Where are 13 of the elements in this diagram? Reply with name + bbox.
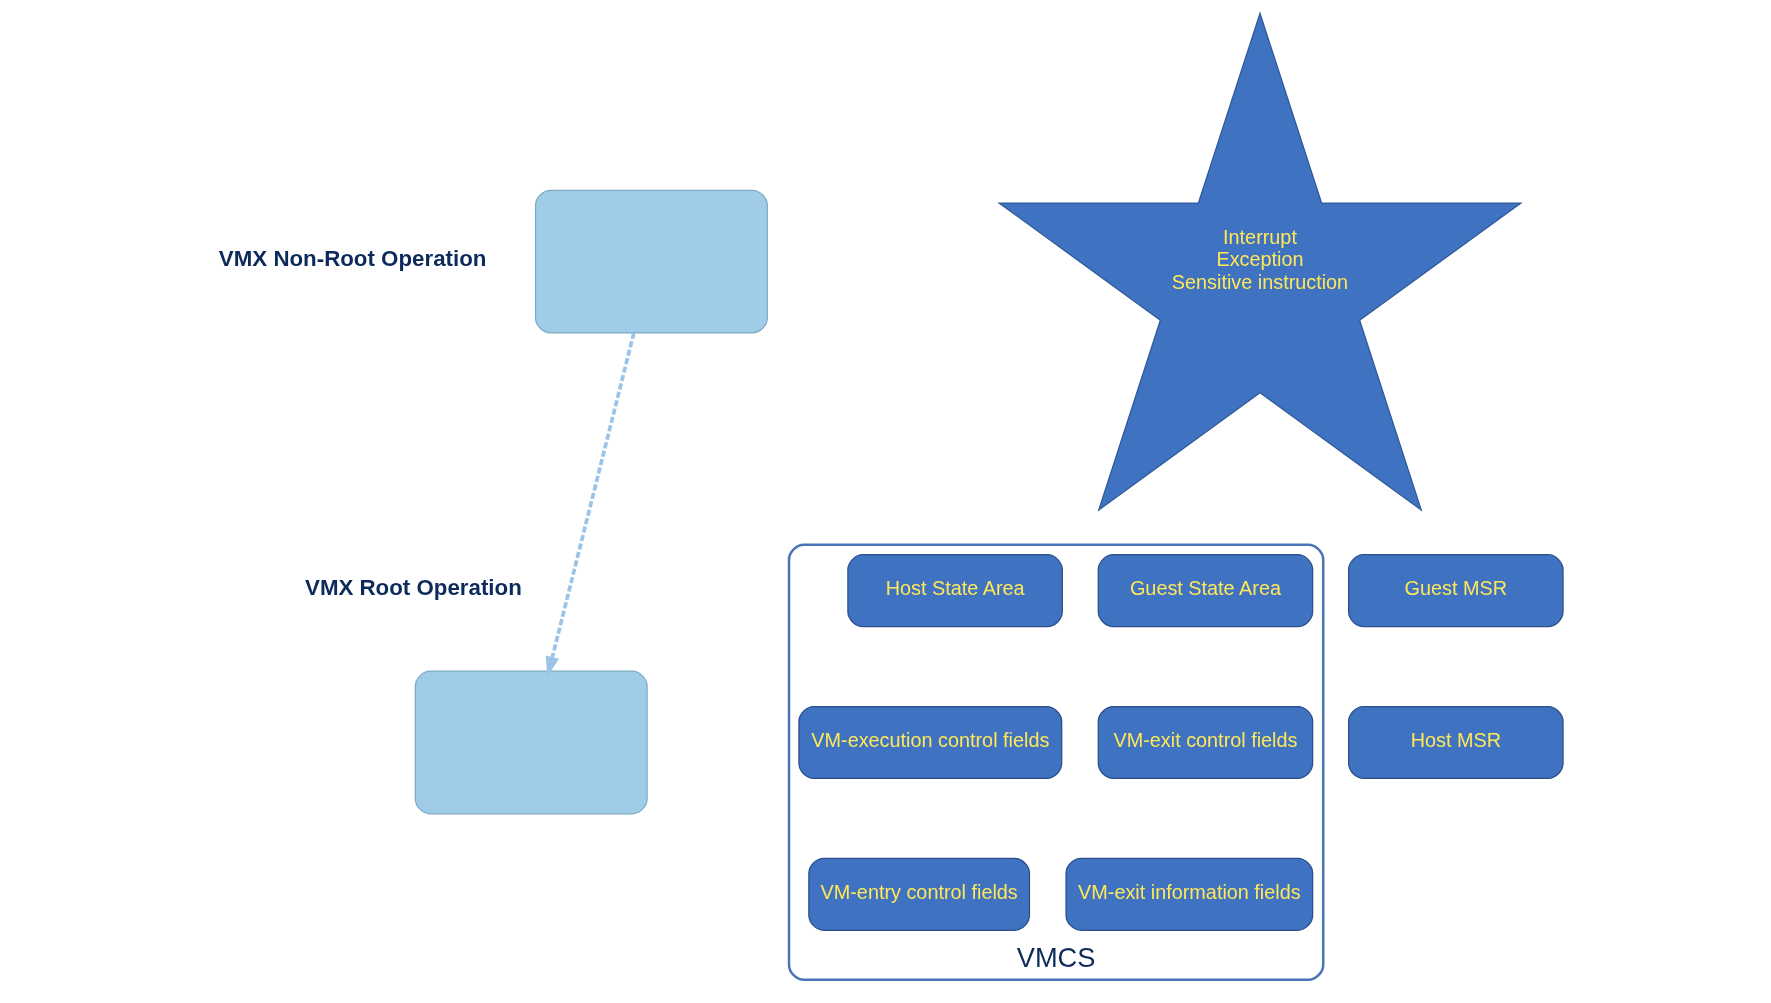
node-box: Guest State Area bbox=[1097, 554, 1313, 628]
node-box: VM-exit information fields bbox=[1064, 857, 1313, 931]
node-box: VM-entry control fields bbox=[807, 857, 1030, 931]
node-box: Host MSR bbox=[1347, 705, 1564, 780]
label: VMX Non-Root Operation bbox=[218, 245, 486, 271]
arrow bbox=[545, 332, 636, 677]
node-box: VM-exit control fields bbox=[1097, 705, 1313, 780]
node-box bbox=[534, 189, 768, 334]
node-box bbox=[414, 670, 648, 815]
node-box: VM-execution control fields bbox=[797, 705, 1062, 780]
label: VMX Root Operation bbox=[304, 574, 522, 600]
node-box: Host State Area bbox=[846, 554, 1063, 628]
node-box: Guest MSR bbox=[1347, 554, 1564, 628]
